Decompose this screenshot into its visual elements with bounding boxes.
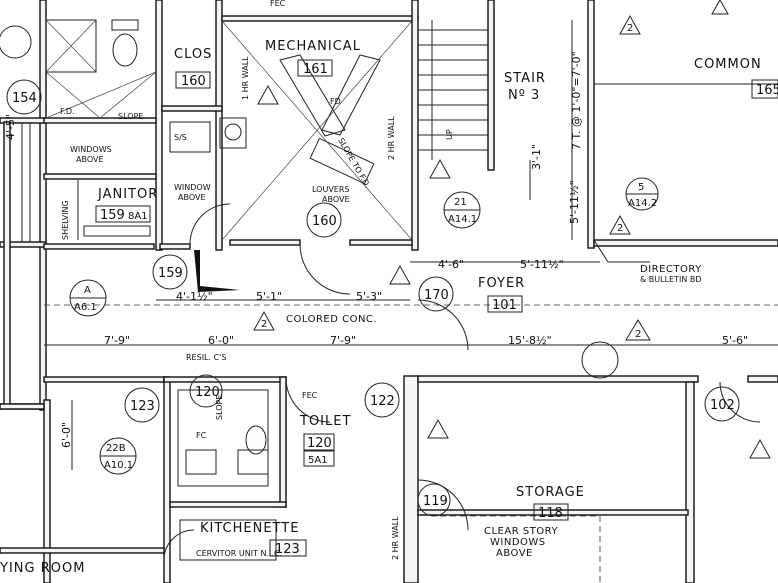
door-tag-102: 102 [710, 398, 735, 413]
dimensions: 4'-1½" 5'-1" 5'-3" 4'-6" 5'-11½" 7'-9" 6… [4, 51, 748, 448]
note-windows-above-2: ABOVE [76, 155, 104, 164]
note-clearstory-3: ABOVE [496, 548, 533, 559]
note-windows-above-1: WINDOWS [70, 145, 112, 154]
note-bulletin: & BULLETIN BD [640, 275, 702, 284]
dim-d10: 5'-6" [722, 334, 748, 347]
dim-d5: 5'-11½" [520, 258, 564, 271]
dim-d8: 7'-9" [330, 334, 356, 347]
note-clearstory-1: CLEAR STORY [484, 526, 558, 537]
room-stair-number: Nº 3 [508, 88, 540, 103]
room-closet-name: CLOS [174, 47, 212, 62]
note-cervitor: CERVITOR UNIT N.I.C. [196, 549, 282, 558]
room-common-number: 165 [756, 83, 778, 98]
room-janitor-name: JANITOR [97, 187, 158, 202]
note-louvers-above-2: ABOVE [322, 195, 350, 204]
note-fc: FC [196, 431, 207, 440]
door-tag-160: 160 [312, 214, 337, 229]
keynote-tag: 2 [635, 329, 641, 340]
keynotes: 2 2 2 2 [253, 0, 771, 459]
door-tag-119: 119 [423, 494, 448, 509]
dim-d15: 4'-5" [4, 114, 17, 140]
note-fec-top: FEC [270, 0, 286, 8]
room-common-name: COMMON [694, 57, 762, 72]
door-tag-159: 159 [158, 266, 183, 281]
note-shelving: SHELVING [61, 200, 70, 240]
section-ref-21-bottom: A14.1 [448, 214, 477, 225]
note-one-hr-wall: 1 HR WALL [241, 56, 250, 100]
note-two-hr-wall-upper: 2 HR WALL [387, 116, 396, 160]
keynote-tag: 2 [617, 223, 623, 234]
dim-d14: 3'-1" [530, 144, 543, 170]
room-labels: CLOS 160 MECHANICAL 161 JANITOR 159 8A1 … [0, 39, 778, 576]
notes: COLORED CONC. DIRECTORY & BULLETIN BD CL… [60, 0, 702, 560]
room-mechanical-name: MECHANICAL [265, 39, 361, 54]
room-janitor-number: 159 [100, 208, 125, 223]
note-window-above-1: WINDOW [174, 183, 211, 192]
room-kitchenette-name: KITCHENETTE [200, 521, 299, 536]
dim-d2: 5'-1" [256, 290, 282, 303]
room-living-name: YING ROOM [0, 561, 85, 576]
note-fd-mech: FD [330, 97, 341, 106]
door-tag-120: 120 [195, 385, 220, 400]
note-fec-toilet: FEC [302, 391, 318, 400]
room-closet-number: 160 [181, 74, 206, 89]
door-tag-170: 170 [424, 288, 449, 303]
note-louvers-above-1: LOUVERS [312, 185, 350, 194]
note-resil: RESIL. C'S [186, 353, 226, 362]
door-tag-122: 122 [370, 394, 395, 409]
room-janitor-ref: 8A1 [128, 211, 148, 222]
note-directory: DIRECTORY [640, 264, 702, 275]
note-slope-toilet: SLOPE [215, 395, 224, 420]
keynote-tag: 2 [261, 319, 267, 330]
note-window-above-2: ABOVE [178, 193, 206, 202]
section-ref-22b-top: 22B [106, 443, 126, 454]
door-tag-123: 123 [130, 399, 155, 414]
dim-d12: 7 T. @ 1'-0"=7'-0" [570, 51, 583, 150]
room-stair-name: STAIR [504, 71, 546, 86]
section-ref-a-bottom: A6.1 [74, 302, 97, 313]
section-ref-21-top: 21 [454, 197, 467, 208]
room-kitchenette-number: 123 [275, 542, 300, 557]
room-storage-number: 118 [538, 506, 563, 521]
dim-d6: 7'-9" [104, 334, 130, 347]
note-colored-conc: COLORED CONC. [286, 314, 377, 325]
section-ref-22b-bottom: A10.1 [104, 460, 133, 471]
note-fd: F.D. [60, 107, 75, 116]
dim-d4: 4'-6" [438, 258, 464, 271]
section-ref-5-bottom: A14.2 [628, 198, 657, 209]
room-foyer-number: 101 [492, 298, 517, 313]
note-ss: S/S [174, 133, 187, 142]
section-refs: A A6.1 21 A14.1 5 A14.2 22B A10.1 [69, 177, 659, 475]
room-toilet-name: TOILET [299, 414, 351, 429]
dim-d7: 6'-0" [208, 334, 234, 347]
note-two-hr-wall-lower: 2 HR WALL [391, 516, 400, 560]
door-tag-154: 154 [12, 91, 37, 106]
room-toilet-number: 120 [307, 436, 332, 451]
keynote-tag: 2 [627, 23, 633, 34]
note-up: UP [445, 129, 454, 140]
note-clearstory-2: WINDOWS [490, 537, 546, 548]
section-ref-5-top: 5 [638, 182, 644, 193]
dim-d9: 15'-8½" [508, 334, 552, 347]
room-foyer-name: FOYER [478, 276, 525, 291]
dim-d11: 6'-0" [60, 422, 73, 448]
section-ref-a-top: A [84, 285, 91, 296]
dim-d3: 5'-3" [356, 290, 382, 303]
door-tags: 154 159 160 170 120 123 122 119 102 [6, 79, 740, 517]
room-toilet-ref: 5A1 [308, 455, 328, 466]
room-storage-name: STORAGE [516, 485, 585, 500]
dim-d13: 5'-11½" [568, 180, 581, 224]
room-mechanical-number: 161 [303, 62, 328, 77]
dim-d1: 4'-1½" [176, 290, 213, 303]
fixtures [0, 19, 778, 583]
note-slope: SLOPE [118, 112, 143, 121]
